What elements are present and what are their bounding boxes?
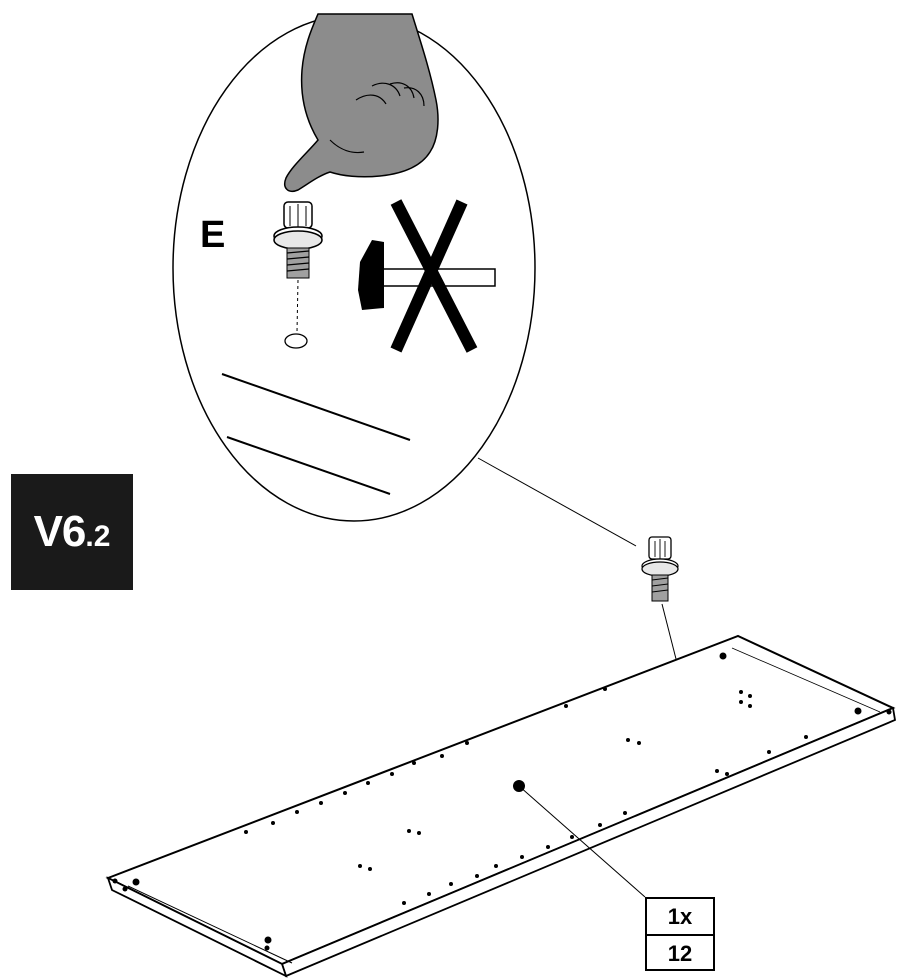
panel-board bbox=[105, 634, 897, 978]
screw-small-icon bbox=[641, 536, 679, 602]
panel-holes bbox=[112, 652, 892, 951]
detail-leader-line bbox=[477, 457, 637, 547]
no-hammer-icon bbox=[358, 199, 496, 353]
quantity-box: 1x 12 bbox=[645, 897, 715, 971]
step-number: V6 bbox=[33, 507, 87, 556]
screw-icon bbox=[273, 201, 323, 349]
step-sub-number: .2 bbox=[85, 520, 111, 553]
hand-pressing-icon bbox=[284, 13, 439, 192]
quantity-leader-line bbox=[518, 785, 646, 898]
quantity-count: 1x bbox=[667, 903, 693, 929]
part-letter-label: E bbox=[200, 214, 226, 256]
step-badge: V6.2 bbox=[11, 474, 133, 590]
part-number: 12 bbox=[647, 934, 713, 971]
